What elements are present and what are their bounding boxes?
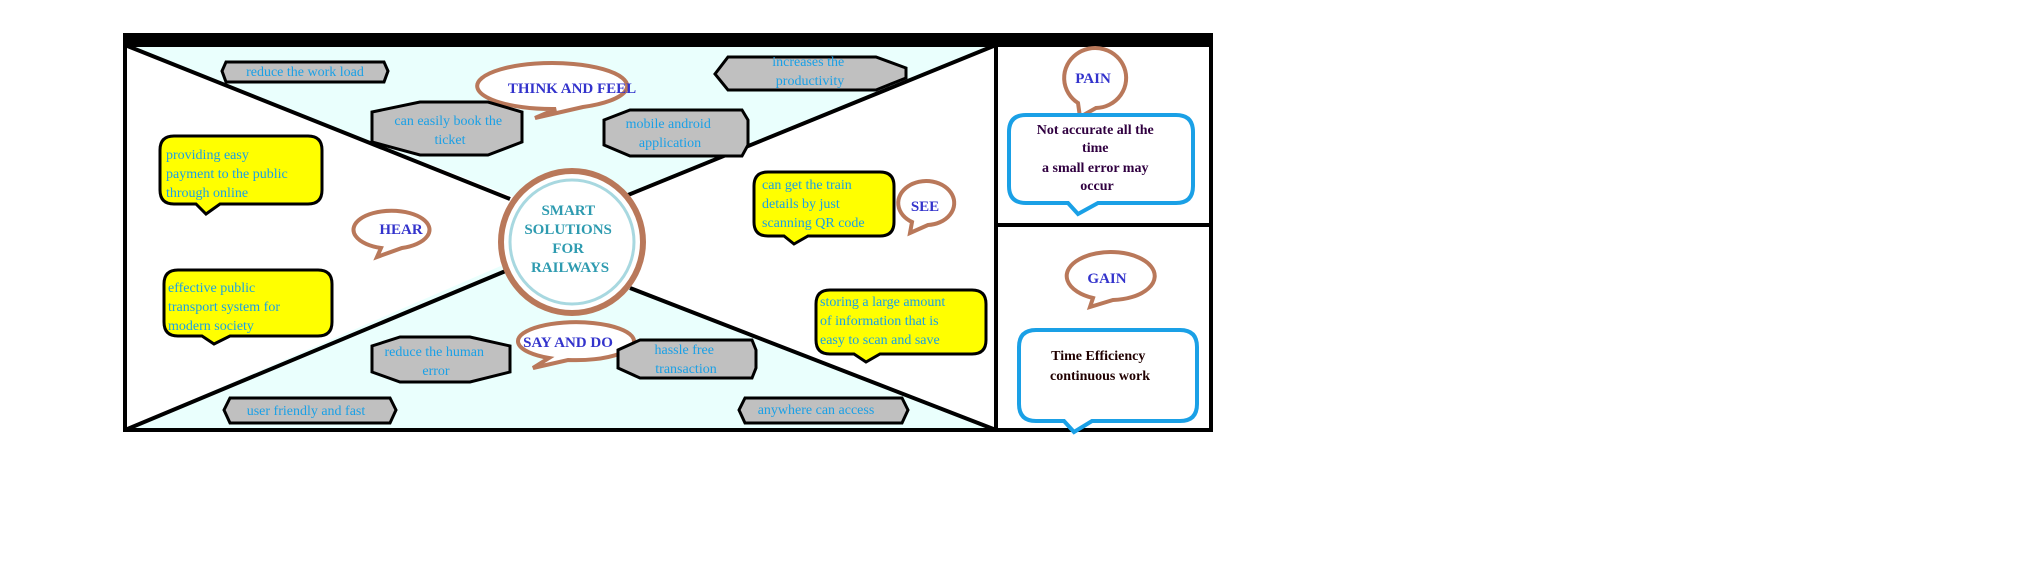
note-shape [162,268,334,346]
note-think-3: can easily book the ticket [370,100,524,157]
speech-bubble-shape [475,61,630,120]
note-shape [370,100,524,157]
note-say-4: anywhere can access [737,396,910,425]
note-say-3: user friendly and fast [222,396,398,425]
note-hear-2: effective public transport system for mo… [162,268,334,346]
note-text: anywhere can access [758,403,875,418]
note-shape [713,55,908,92]
section-label: SEE [911,199,939,215]
speech-bubble-shape [516,320,636,370]
label-say-and-do: SAY AND DO [516,320,636,370]
note-say-2: hassle free transaction [616,338,758,380]
note-text: hassle free transaction [655,343,718,377]
center-ring-inner [508,178,636,306]
diagonal-line [124,268,509,432]
speech-bubble-shape [1064,250,1157,311]
note-think-1: reduce the work load [220,60,390,84]
center-topic: SMART SOLUTIONS FOR RAILWAYS [498,168,646,316]
note-shape [814,288,988,364]
note-shape [1017,328,1199,435]
note-shape [222,396,398,425]
section-label: SAY AND DO [523,335,613,351]
note-text: mobile android application [626,117,715,151]
note-text: can easily book the ticket [394,114,505,148]
speech-bubble-shape [351,208,432,261]
note-text: storing a large amount of information th… [820,295,949,348]
speech-bubble-shape [1062,46,1129,121]
label-hear: HEAR [351,208,432,261]
note-text: Time Efficiency continuous work [1050,349,1150,384]
note-text: providing easy payment to the public thr… [166,148,291,201]
section-label: GAIN [1087,271,1126,287]
note-say-1: reduce the human error [370,335,512,384]
note-shape [158,134,324,216]
label-pain: PAIN [1062,46,1129,121]
note-text: user friendly and fast [247,404,366,419]
note-text: can get the train details by just scanni… [762,178,865,231]
diagonal-line [629,286,997,432]
note-see-2: storing a large amount of information th… [814,288,988,364]
note-shape [737,396,910,425]
note-shape [370,335,512,384]
section-label: HEAR [379,222,423,238]
section-label: PAIN [1075,71,1111,87]
note-hear-1: providing easy payment to the public thr… [158,134,324,216]
note-text: Not accurate all the time a small error … [1037,123,1158,194]
diagonal-line [627,43,997,197]
note-gain: Time Efficiency continuous work [1017,328,1199,435]
note-text: effective public transport system for mo… [168,281,283,334]
note-see-1: can get the train details by just scanni… [752,170,896,246]
note-shape [602,108,750,158]
section-label: THINK AND FEEL [508,81,636,97]
frame-top-bar [123,33,1213,45]
center-title: SMART SOLUTIONS FOR RAILWAYS [524,203,615,276]
note-text: reduce the work load [246,65,364,80]
note-pain: Not accurate all the time a small error … [1007,113,1195,217]
note-think-2: increases the productivity [713,55,908,92]
note-text: increases the productivity [772,55,847,89]
label-think-and-feel: THINK AND FEEL [475,61,636,120]
label-gain: GAIN [1064,250,1157,311]
note-text: reduce the human error [384,345,487,379]
label-see: SEE [896,179,957,237]
note-shape [752,170,896,246]
note-shape [220,60,390,84]
note-shape [616,338,758,380]
speech-bubble-shape [896,179,957,237]
note-think-4: mobile android application [602,108,750,158]
note-shape [1007,113,1195,217]
diagonal-line [124,43,511,201]
